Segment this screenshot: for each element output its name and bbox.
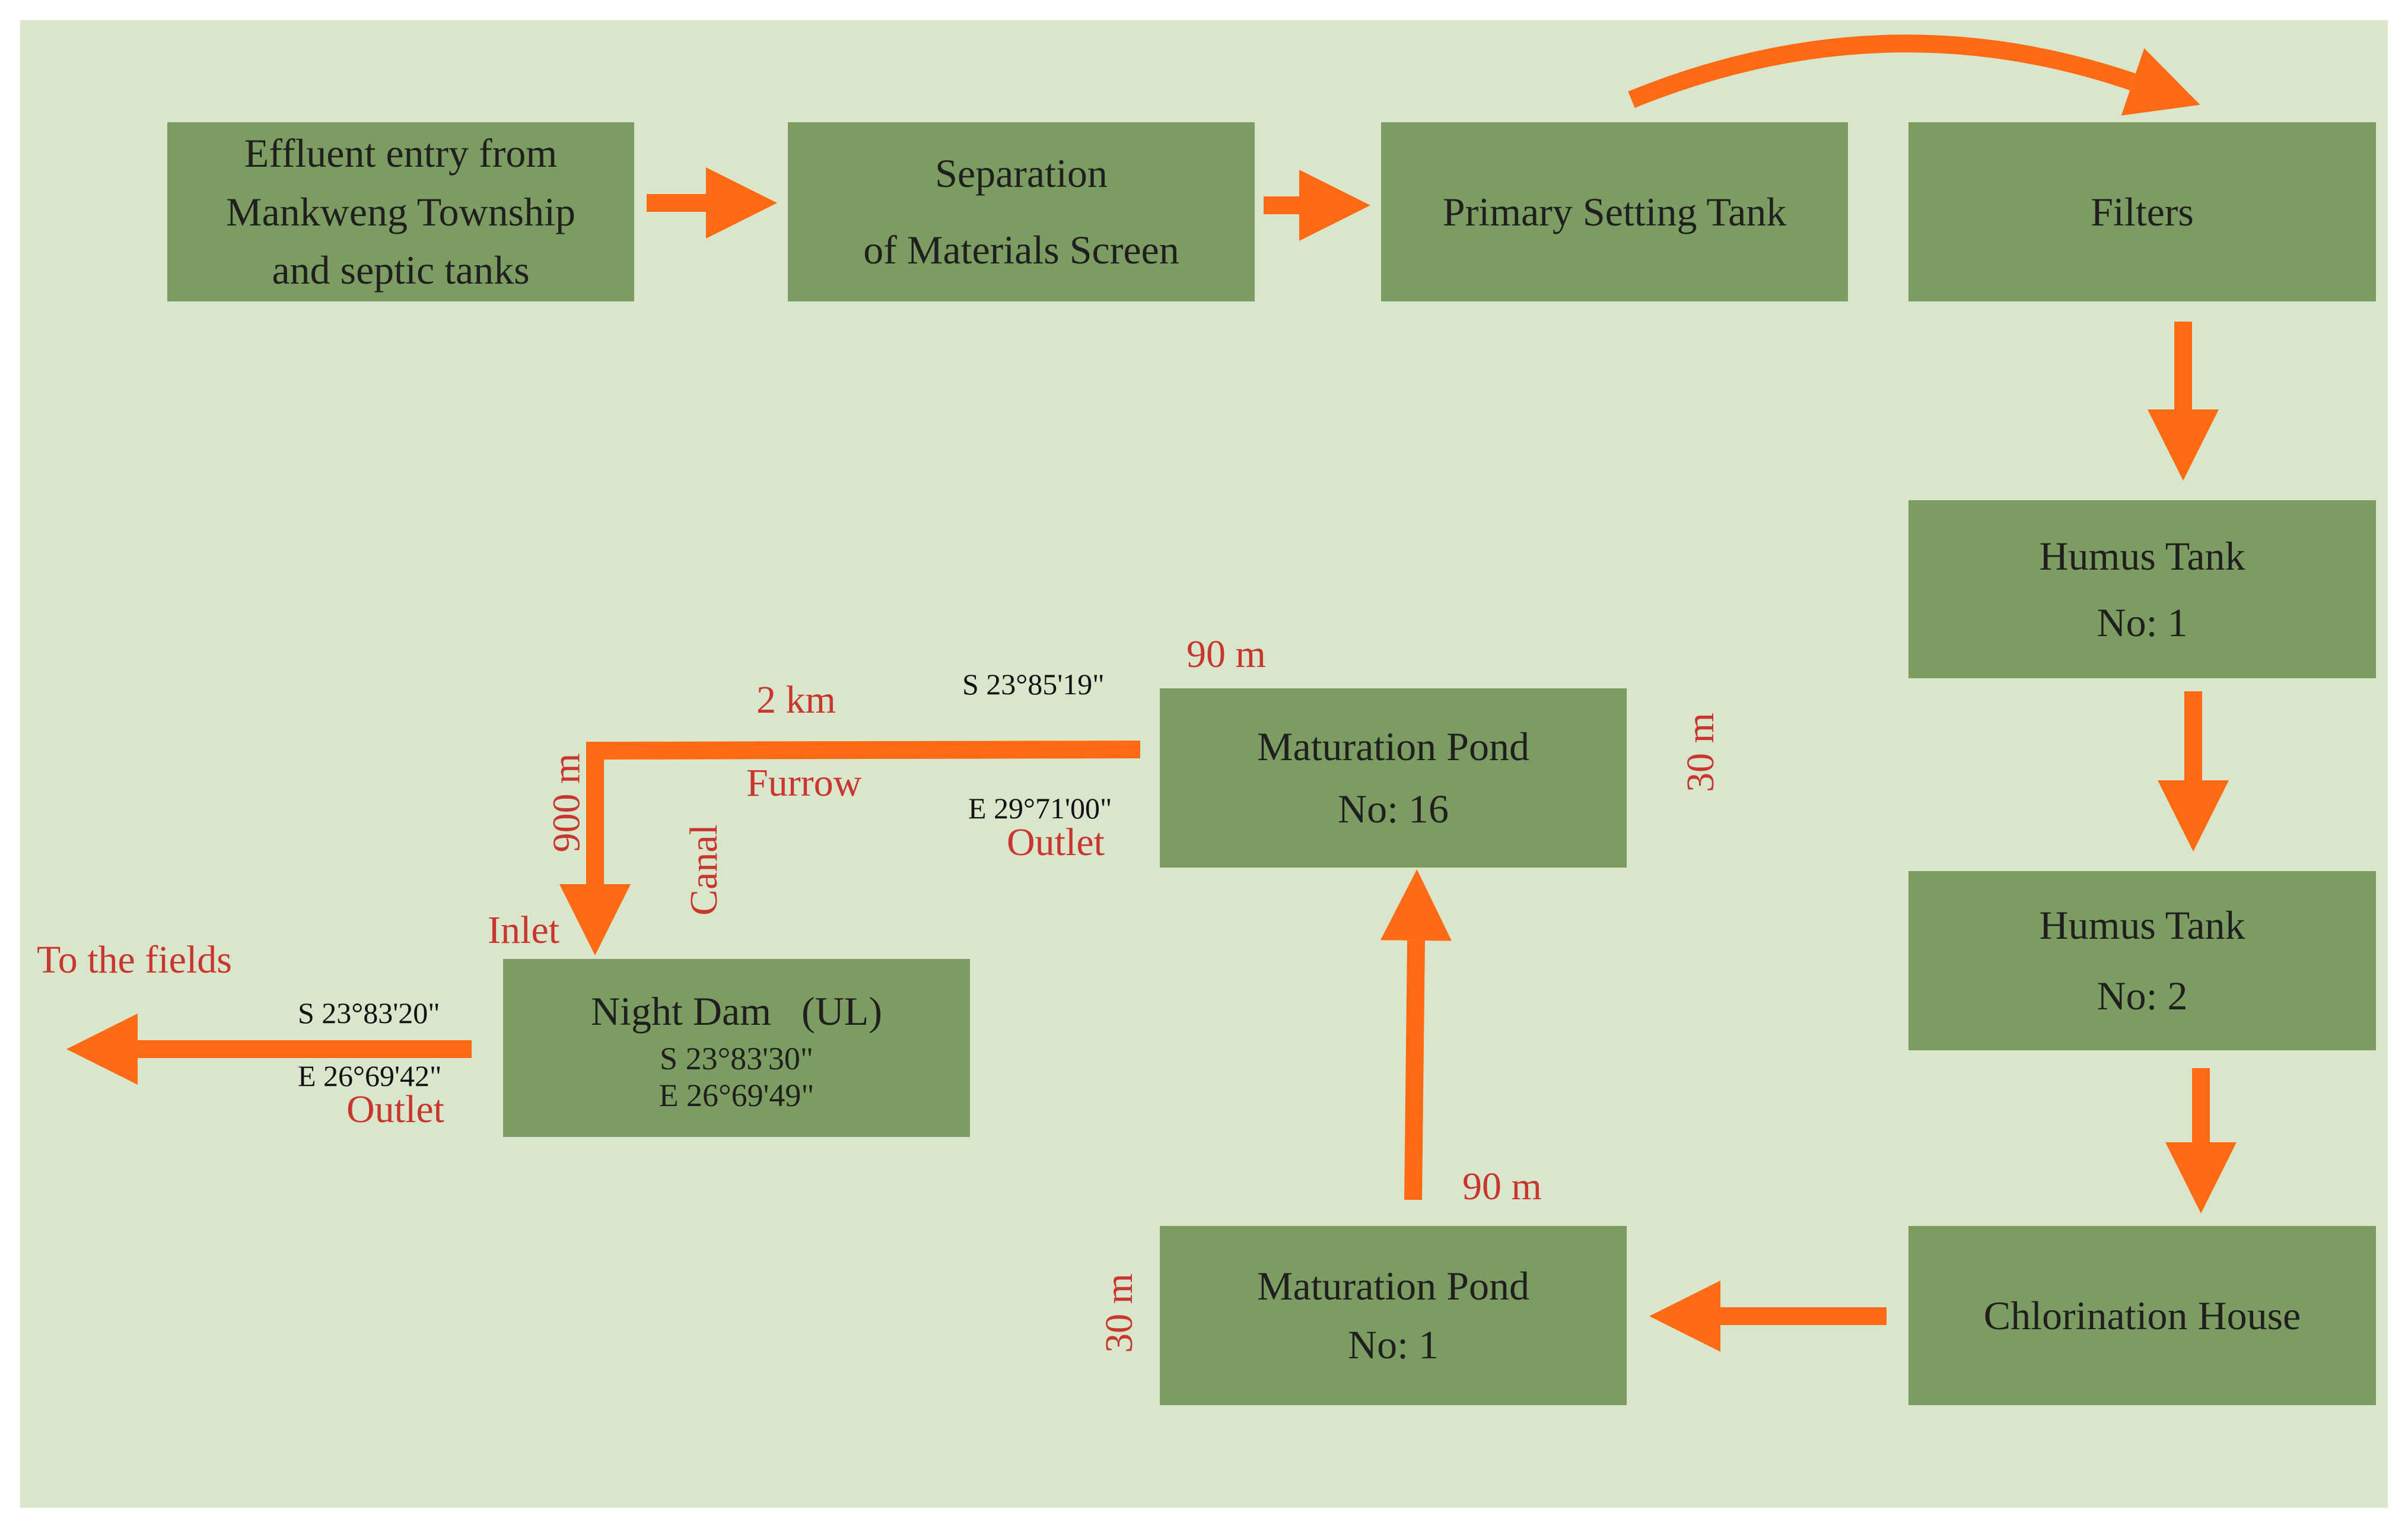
humus-tank-1-title: Humus Tank [2039, 533, 2245, 579]
humus-tank-2-box: Humus Tank No: 2 [1908, 871, 2376, 1050]
arrow-primary-tank-to-filters [1628, 34, 2200, 116]
maturation-pond-16-title: Maturation Pond [1257, 723, 1529, 769]
maturation-pond-1-number: No: 1 [1348, 1322, 1439, 1367]
humus-tank-2-title: Humus Tank [2039, 903, 2245, 948]
effluent-entry-box: Effluent entry from Mankweng Township an… [167, 122, 634, 301]
pond-1-width-label: 30 m [1097, 1273, 1141, 1353]
humus-tank-1-box: Humus Tank No: 1 [1908, 500, 2376, 678]
pond-1-length-label: 90 m [1462, 1165, 1542, 1208]
fields-longitude: E 26°69'42" [298, 1059, 442, 1092]
separation-screen-line-2: of Materials Screen [863, 227, 1179, 272]
night-dam-title: Night Dam (UL) [590, 988, 882, 1034]
chlorination-house-label: Chlorination House [1983, 1292, 2301, 1338]
maturation-pond-16-box: Maturation Pond No: 16 [1160, 688, 1627, 868]
separation-screen-box: Separation of Materials Screen [788, 122, 1255, 301]
humus-tank-2-number: No: 2 [2097, 973, 2188, 1018]
maturation-pond-16-number: No: 16 [1338, 786, 1449, 831]
filters-box: Filters [1908, 122, 2376, 301]
effluent-entry-line-2: Mankweng Township [226, 189, 575, 234]
dam-outlet-label: Outlet [346, 1088, 444, 1131]
separation-screen-line-1: Separation [935, 150, 1108, 196]
pond-16-longitude: E 29°71'00" [968, 792, 1112, 825]
maturation-pond-1-box: Maturation Pond No: 1 [1160, 1226, 1627, 1405]
canal-label: Canal [682, 824, 726, 916]
night-dam-longitude: E 26°69'49" [659, 1078, 815, 1114]
night-dam-box: Night Dam (UL) S 23°83'30" E 26°69'49" [503, 959, 970, 1137]
furrow-label: Furrow [746, 761, 862, 805]
to-fields-label: To the fields [37, 938, 232, 981]
canal-length-label: 900 m [545, 753, 589, 853]
maturation-pond-1-title: Maturation Pond [1257, 1263, 1529, 1309]
night-dam-latitude: S 23°83'30" [660, 1041, 813, 1077]
effluent-entry-line-3: and septic tanks [272, 247, 530, 293]
pond-16-width-label: 30 m [1678, 713, 1722, 792]
primary-setting-tank-box: Primary Setting Tank [1381, 122, 1848, 301]
chlorination-house-box: Chlorination House [1908, 1226, 2376, 1405]
filters-label: Filters [2091, 189, 2194, 234]
arrow-pond-16-furrow-canal-to-dam [559, 741, 1141, 955]
fields-latitude: S 23°83'20" [298, 996, 440, 1030]
primary-setting-tank-label: Primary Setting Tank [1442, 189, 1787, 234]
pond-16-outlet-label: Outlet [1007, 821, 1105, 864]
arrow-pond-1-to-pond-16 [1380, 869, 1452, 1200]
pond-16-length-label: 90 m [1186, 633, 1266, 676]
pond-16-latitude: S 23°85'19" [962, 668, 1105, 701]
dam-inlet-label: Inlet [488, 908, 559, 952]
furrow-length-label: 2 km [756, 678, 836, 722]
humus-tank-1-number: No: 1 [2097, 600, 2188, 645]
effluent-entry-line-1: Effluent entry from [244, 131, 558, 176]
